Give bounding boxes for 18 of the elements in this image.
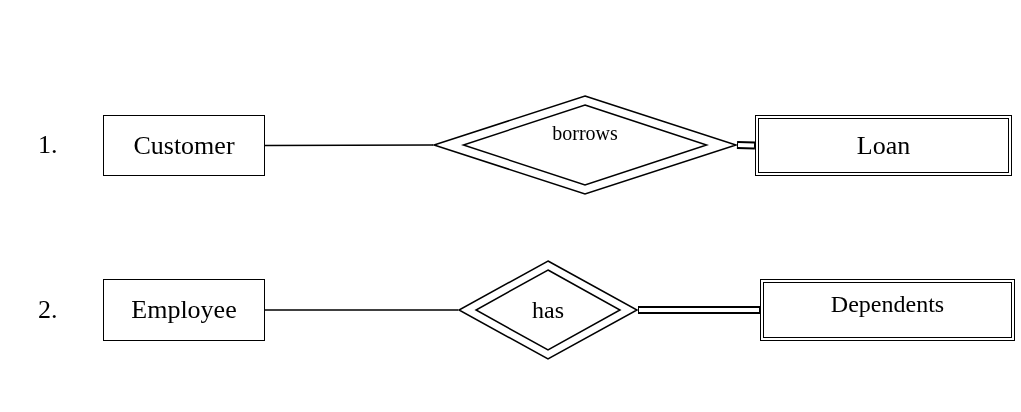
item-number: 2.: [38, 295, 58, 325]
connector-line: [264, 309, 459, 311]
node-label: Loan: [856, 130, 911, 161]
weak-entity-box: [760, 279, 1015, 341]
entity-box: [103, 279, 265, 341]
weak-entity-box: [755, 115, 1012, 176]
double-line: [736, 141, 756, 150]
node-label: has: [532, 296, 564, 324]
double-line: [638, 306, 760, 314]
node-label: Dependents: [830, 290, 945, 318]
relationship-diamond: [433, 95, 737, 195]
item-number: 1.: [38, 130, 58, 160]
connector-line: [264, 144, 434, 147]
entity-box: [103, 115, 265, 176]
node-label: Employee: [131, 295, 237, 325]
relationship-diamond: [458, 260, 638, 360]
node-label: Customer: [133, 130, 235, 161]
node-label: borrows: [552, 121, 618, 145]
